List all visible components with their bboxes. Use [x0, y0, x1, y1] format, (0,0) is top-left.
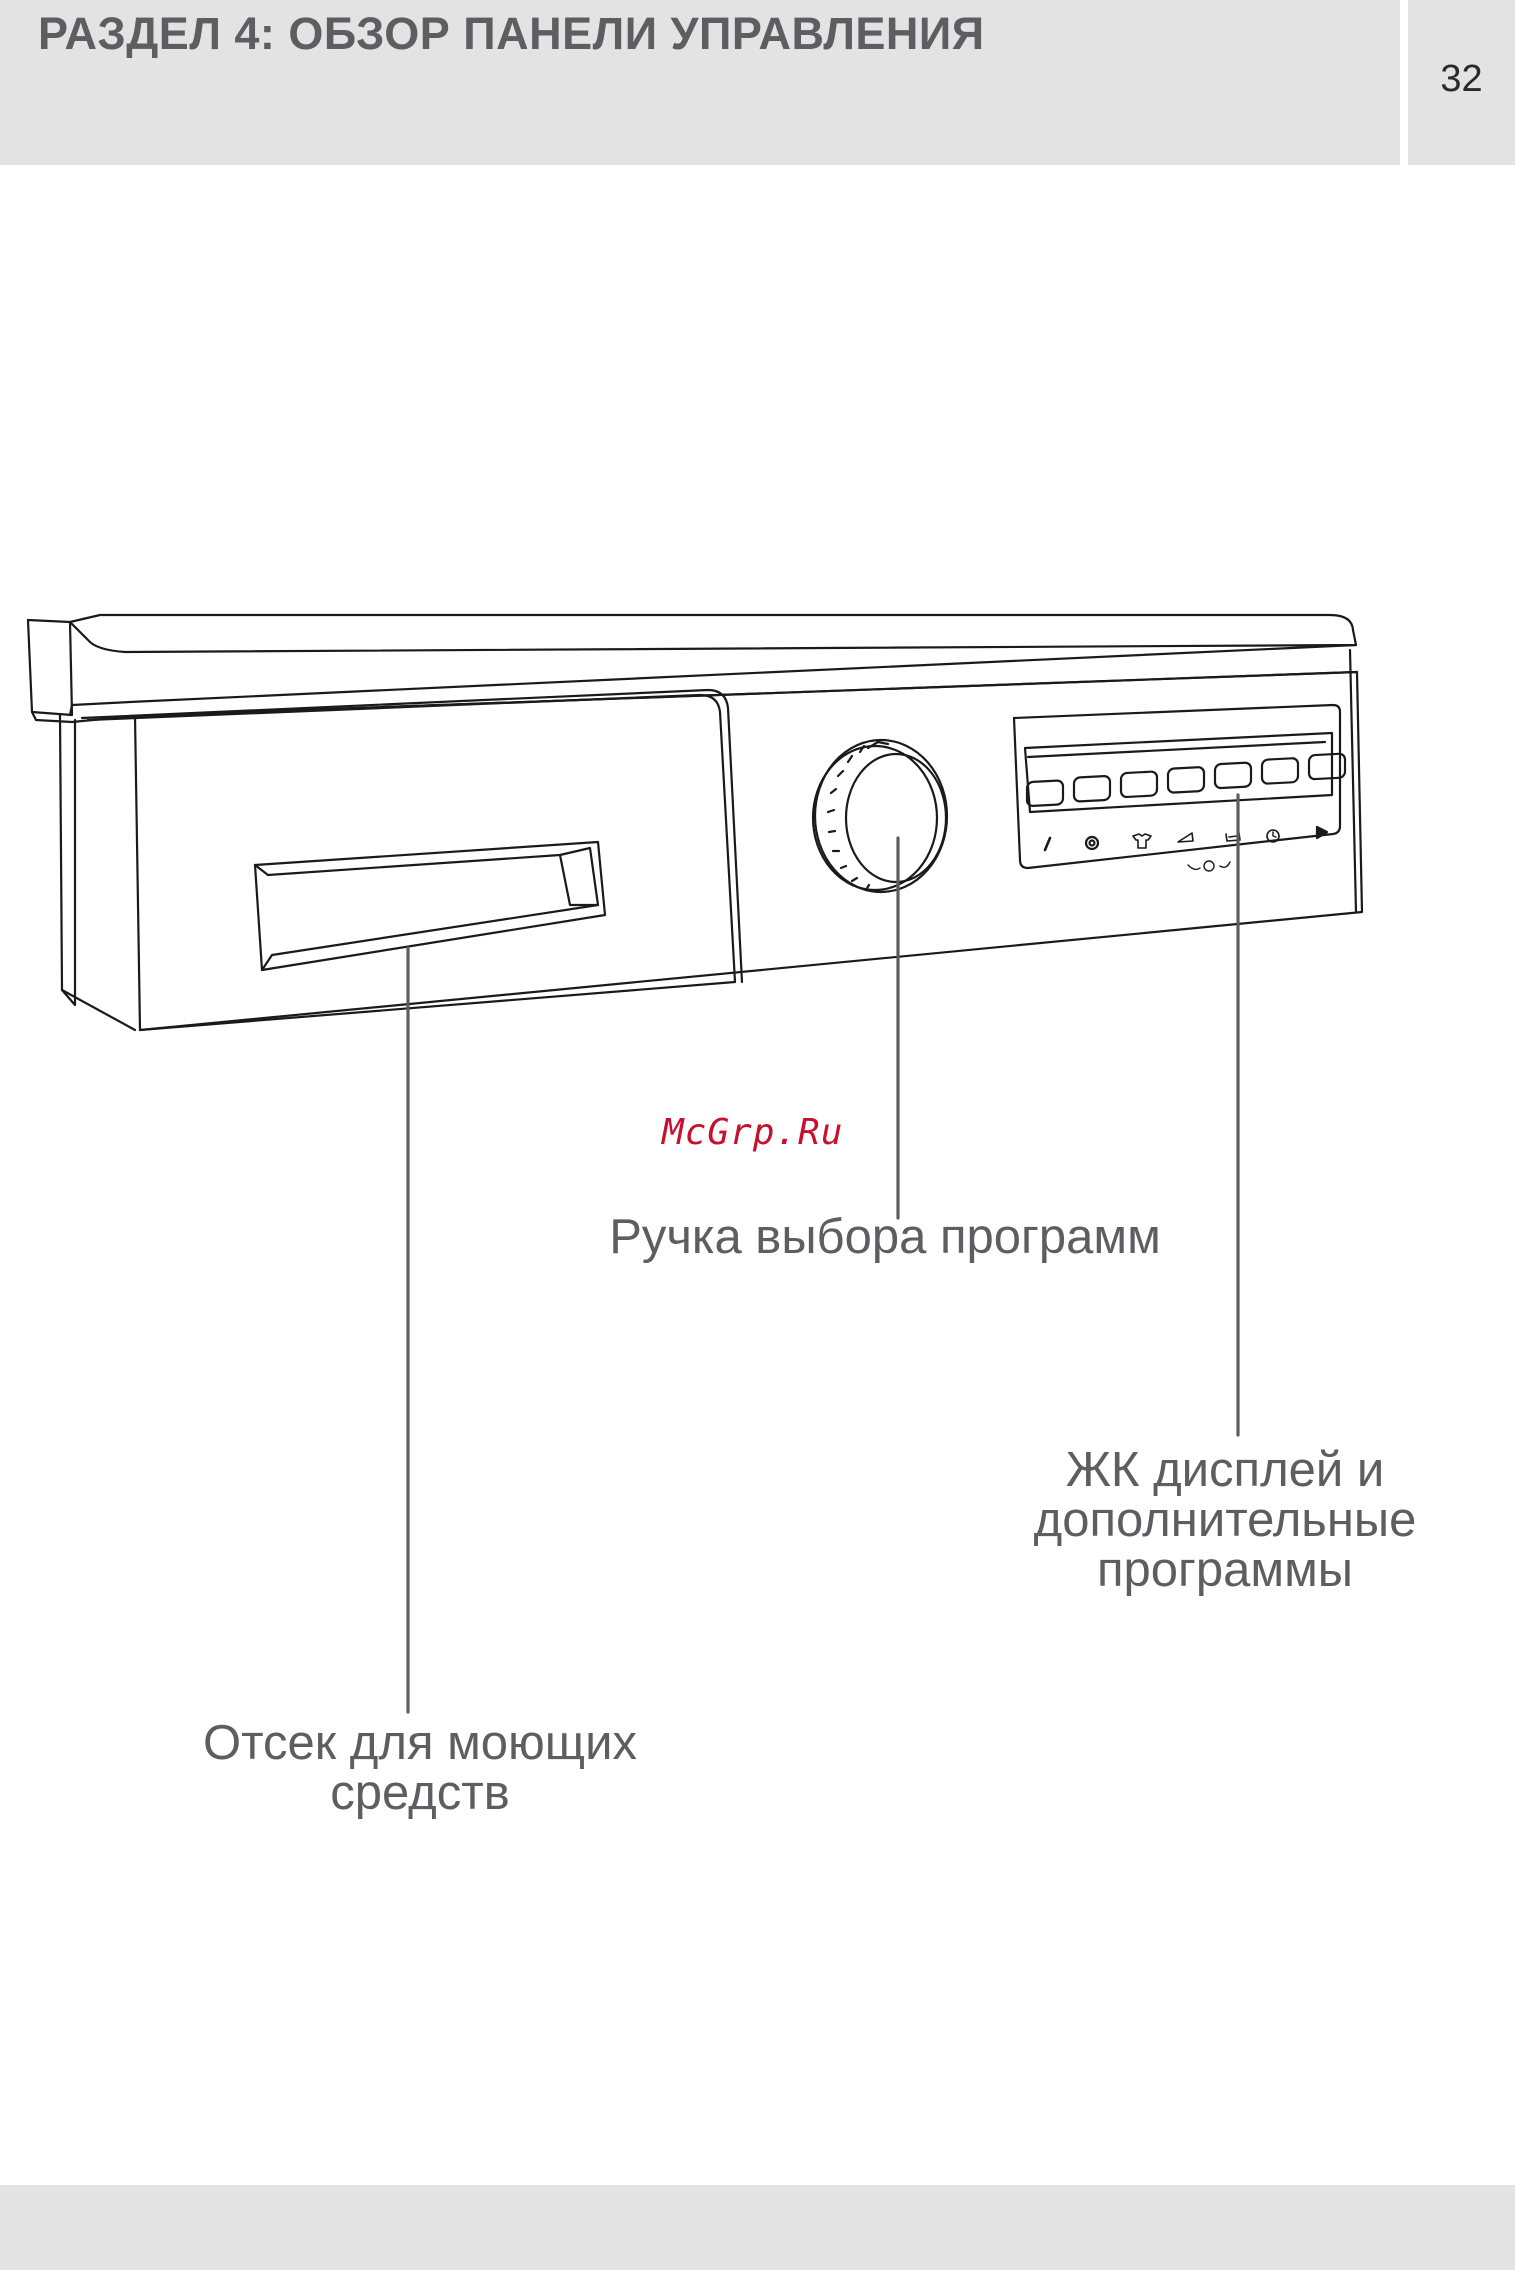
- drawer-handle: [255, 842, 605, 970]
- callout-line: программы: [990, 1545, 1460, 1595]
- button-prewash: [1215, 762, 1251, 788]
- button-iron: [1168, 767, 1204, 793]
- button-spin: [1074, 776, 1110, 802]
- panel-top: [70, 615, 1357, 722]
- callout-detergent-drawer: Отсек для моющих средств: [150, 1718, 690, 1818]
- callout-line: дополнительные: [990, 1495, 1460, 1545]
- spin-icon: [1086, 837, 1098, 849]
- shirt-icon: [1133, 834, 1151, 848]
- play-icon: [1317, 827, 1327, 838]
- program-knob: [813, 740, 947, 892]
- button-thermometer: [1027, 780, 1063, 806]
- iron-icon: [1178, 833, 1193, 842]
- buttons-row: [1027, 754, 1345, 871]
- callout-line: средств: [150, 1768, 690, 1818]
- child-lock-icon: [1188, 862, 1230, 869]
- watermark: McGrp.Ru: [662, 1112, 843, 1153]
- thermometer-icon: [1045, 838, 1050, 850]
- callout-line: ЖК дисплей и: [990, 1445, 1460, 1495]
- callout-line: Ручка выбора программ: [560, 1212, 1210, 1262]
- panel-end-cap: [28, 620, 135, 1030]
- button-shirt: [1121, 771, 1157, 797]
- callout-program-knob: Ручка выбора программ: [560, 1212, 1210, 1262]
- footer-bar: [0, 2185, 1515, 2270]
- panel-front: [82, 650, 1362, 1030]
- callout-lcd-display: ЖК дисплей и дополнительные программы: [990, 1445, 1460, 1595]
- button-clock: [1262, 758, 1298, 784]
- callout-line: Отсек для моющих: [150, 1718, 690, 1768]
